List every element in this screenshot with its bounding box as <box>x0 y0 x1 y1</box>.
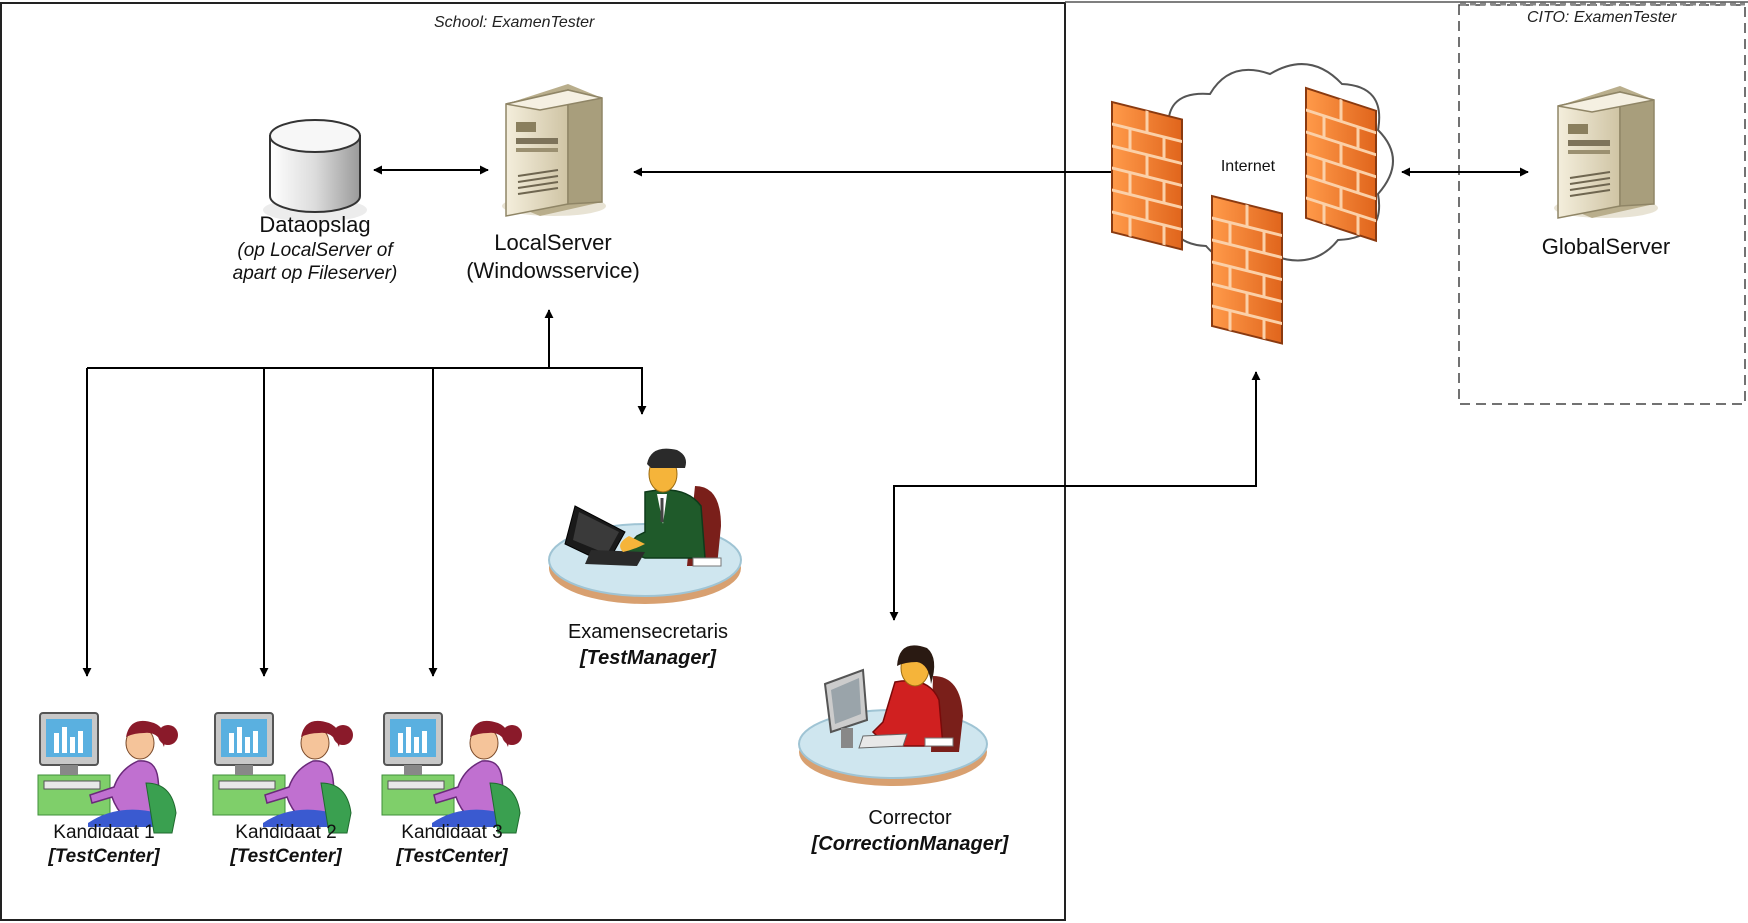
examensecretaris-role: [TestManager] <box>580 647 716 669</box>
student-at-computer-icon <box>37 712 179 834</box>
school-zone-title: School: ExamenTester <box>434 14 595 31</box>
student-at-computer-icon <box>381 712 523 834</box>
woman-at-computer-icon <box>798 645 988 786</box>
kandidaat-2-title: Kandidaat 2 <box>235 822 337 843</box>
cloud-firewall-icon <box>1110 63 1394 345</box>
kandidaat-2-role: [TestCenter] <box>230 846 342 867</box>
student-at-computer-icon <box>212 712 354 834</box>
localserver-title: LocalServer <box>494 230 612 255</box>
server-icon <box>1553 85 1659 219</box>
cito-zone-border <box>1458 4 1746 405</box>
kandidaat-3-role: [TestCenter] <box>396 846 508 867</box>
corrector-internet-link <box>889 371 1261 621</box>
globalserver-title: GlobalServer <box>1541 234 1671 259</box>
corrector-title: Corrector <box>868 807 952 829</box>
connectors <box>82 165 1529 677</box>
server-icon <box>501 83 607 217</box>
corrector-role: [CorrectionManager] <box>811 833 1009 855</box>
examensecretaris-title: Examensecretaris <box>567 621 729 643</box>
kandidaat-1-title: Kandidaat 1 <box>53 822 155 843</box>
dataopslag-note-line1: (op LocalServer of <box>237 240 393 261</box>
dataopslag-title: Dataopslag <box>259 212 371 237</box>
internet-label: Internet <box>1220 158 1276 175</box>
dataopslag-note-line2: apart op Fileserver) <box>232 263 398 284</box>
localserver-subtitle: (Windowsservice) <box>466 258 640 283</box>
database-icon <box>263 119 367 222</box>
man-at-laptop-icon <box>548 448 742 604</box>
bus-to-secretaris-link <box>87 367 647 415</box>
kandidaat-3-title: Kandidaat 3 <box>401 822 503 843</box>
cito-zone-title: CITO: ExamenTester <box>1527 9 1677 26</box>
kandidaat-1-role: [TestCenter] <box>48 846 160 867</box>
